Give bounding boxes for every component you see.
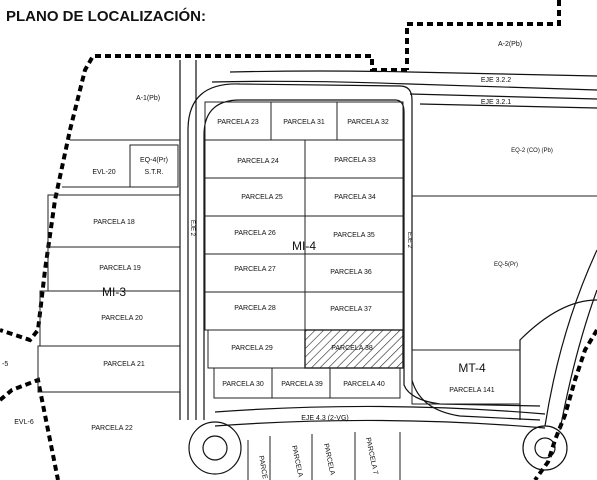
parcel-22-label: PARCELA 22: [91, 425, 133, 432]
parcel-33-label: PARCELA 33: [334, 157, 376, 164]
parcel-37-label: PARCELA 37: [330, 306, 372, 313]
plot-p38-highlighted[interactable]: [304, 329, 404, 369]
zone-a1-label: A-1(Pb): [136, 95, 160, 102]
zone-str-label: S.T.R.: [144, 169, 163, 176]
parcel-34-label: PARCELA 34: [334, 194, 376, 201]
zone-evl20-label: EVL-20: [92, 169, 115, 176]
road-eje43-a: [214, 405, 546, 415]
roundabout-west-outer: [188, 421, 242, 475]
road-east-curve-b: [559, 289, 597, 431]
zone-mi4-label: MI-4: [292, 239, 316, 253]
axis-eje2-west-label: EJE 2: [189, 220, 195, 237]
parcel-30-label: PARCELA 30: [222, 381, 264, 388]
axis-eje-322-label: EJE 3.2.2: [481, 77, 511, 84]
parcel-20-label: PARCELA 20: [101, 315, 143, 322]
parcel-south-c-label: PARCELA: [322, 443, 336, 476]
zone-eq2-label: EQ-2 (CO) (Pb): [511, 148, 553, 154]
plot-eq4: [129, 144, 179, 188]
axis-eje-321-label: EJE 3.2.1: [481, 99, 511, 106]
roundabout-west-inner: [202, 435, 228, 461]
zone-eq4-label: EQ-4(Pr): [140, 157, 168, 164]
zone-a2-label: A-2(Pb): [498, 41, 522, 48]
parcel-40-label: PARCELA 40: [343, 381, 385, 388]
road-east-curve-c: [519, 299, 597, 420]
parcel-29-label: PARCELA 29: [231, 345, 273, 352]
road-eje43-b: [214, 419, 546, 429]
parcel-24-label: PARCELA 24: [237, 158, 279, 165]
map-title: PLANO DE LOCALIZACIÓN:: [6, 7, 206, 25]
zone-mi3-label: MI-3: [102, 285, 126, 299]
axis-eje-43-label: EJE 4.3 (2-VG): [301, 415, 348, 422]
parcel-26-label: PARCELA 26: [234, 230, 276, 237]
road-eje-322: [229, 70, 597, 77]
parcel-36-label: PARCELA 36: [330, 269, 372, 276]
parcel-23-label: PARCELA 23: [217, 119, 259, 126]
parcel-35-label: PARCELA 35: [333, 232, 375, 239]
plot-p27: [204, 253, 306, 293]
axis-eje2-east-label: EJE 2: [406, 232, 412, 249]
road-loop-inner: [203, 99, 541, 420]
parcel-south-d-label: PARCELA 7: [364, 437, 379, 475]
parcel-19-label: PARCELA 19: [99, 265, 141, 272]
road-loop-outer: [187, 83, 541, 421]
parcel-south-a-label: PARCE: [257, 455, 268, 480]
parcel-32-label: PARCELA 32: [347, 119, 389, 126]
road-eje-321-b: [419, 103, 597, 109]
parcel-18-label: PARCELA 18: [93, 219, 135, 226]
zone-eq5-label: EQ-5(Pr): [494, 262, 518, 268]
plan-boundary: [0, 0, 561, 480]
plot-south-row: [247, 432, 401, 480]
plot-p21: [37, 345, 181, 393]
plan-boundary-east: [533, 328, 597, 480]
parcel-25-label: PARCELA 25: [241, 194, 283, 201]
zone-evl5-label: -5: [2, 361, 8, 368]
zone-evl6-label: EVL-6: [14, 419, 34, 426]
parcel-141-label: PARCELA 141: [449, 387, 495, 394]
zone-mt4-label: MT-4: [458, 361, 486, 375]
roundabout-east-inner: [534, 437, 556, 459]
road-eje-321: [409, 93, 597, 100]
parcel-31-label: PARCELA 31: [283, 119, 325, 126]
plot-p40: [329, 367, 401, 399]
parcel-38-label: PARCELA 38: [331, 345, 373, 352]
parcel-27-label: PARCELA 27: [234, 266, 276, 273]
road-east-curve-a: [544, 249, 597, 427]
parcel-south-b-label: PARCELA: [290, 445, 304, 478]
road-eje-322-b: [211, 80, 597, 91]
plot-p141: [411, 349, 521, 405]
parcel-39-label: PARCELA 39: [281, 381, 323, 388]
parcel-28-label: PARCELA 28: [234, 305, 276, 312]
parcel-21-label: PARCELA 21: [103, 361, 145, 368]
